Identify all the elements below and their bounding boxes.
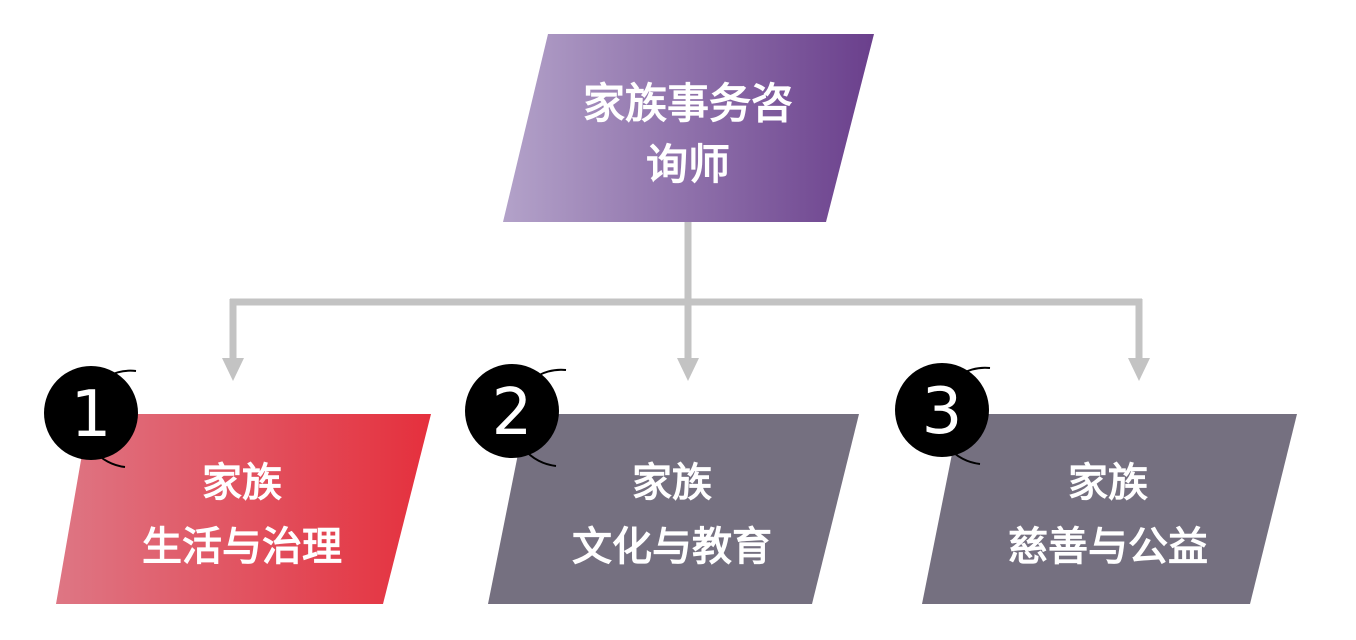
branch-node-3: 家族 慈善与公益 3 — [895, 363, 1297, 604]
branch-box-1 — [56, 414, 431, 604]
badge-circle-1 — [44, 366, 138, 460]
branch-box-2 — [488, 414, 859, 604]
arrowheads — [222, 358, 1150, 381]
arrowhead-2 — [677, 358, 699, 381]
root-title-line1: 家族事务咨 — [583, 79, 793, 128]
badge-number-2: 2 — [492, 376, 533, 450]
arrowhead-1 — [222, 358, 244, 381]
badge-circle-2 — [465, 364, 559, 458]
branch-node-1: 家族 生活与治理 1 — [44, 366, 431, 604]
branch-box-3 — [922, 414, 1297, 604]
root-title-line2: 询师 — [646, 140, 730, 189]
root-box — [503, 34, 874, 222]
badge-number-3: 3 — [922, 375, 963, 449]
badge-number-1: 1 — [71, 378, 112, 452]
branch-1-line1: 家族 — [202, 460, 282, 506]
branch-1-line2: 生活与治理 — [142, 524, 342, 570]
branch-node-2: 家族 文化与教育 2 — [465, 364, 859, 604]
root-node: 家族事务咨 询师 — [503, 34, 874, 222]
branch-3-line2: 慈善与公益 — [1008, 524, 1208, 570]
branch-2-line1: 家族 — [632, 460, 712, 506]
connectors — [229, 222, 1143, 360]
branch-3-line1: 家族 — [1068, 460, 1148, 506]
badge-circle-3 — [895, 363, 989, 457]
branch-2-line2: 文化与教育 — [572, 524, 772, 570]
arrowhead-3 — [1128, 358, 1150, 381]
